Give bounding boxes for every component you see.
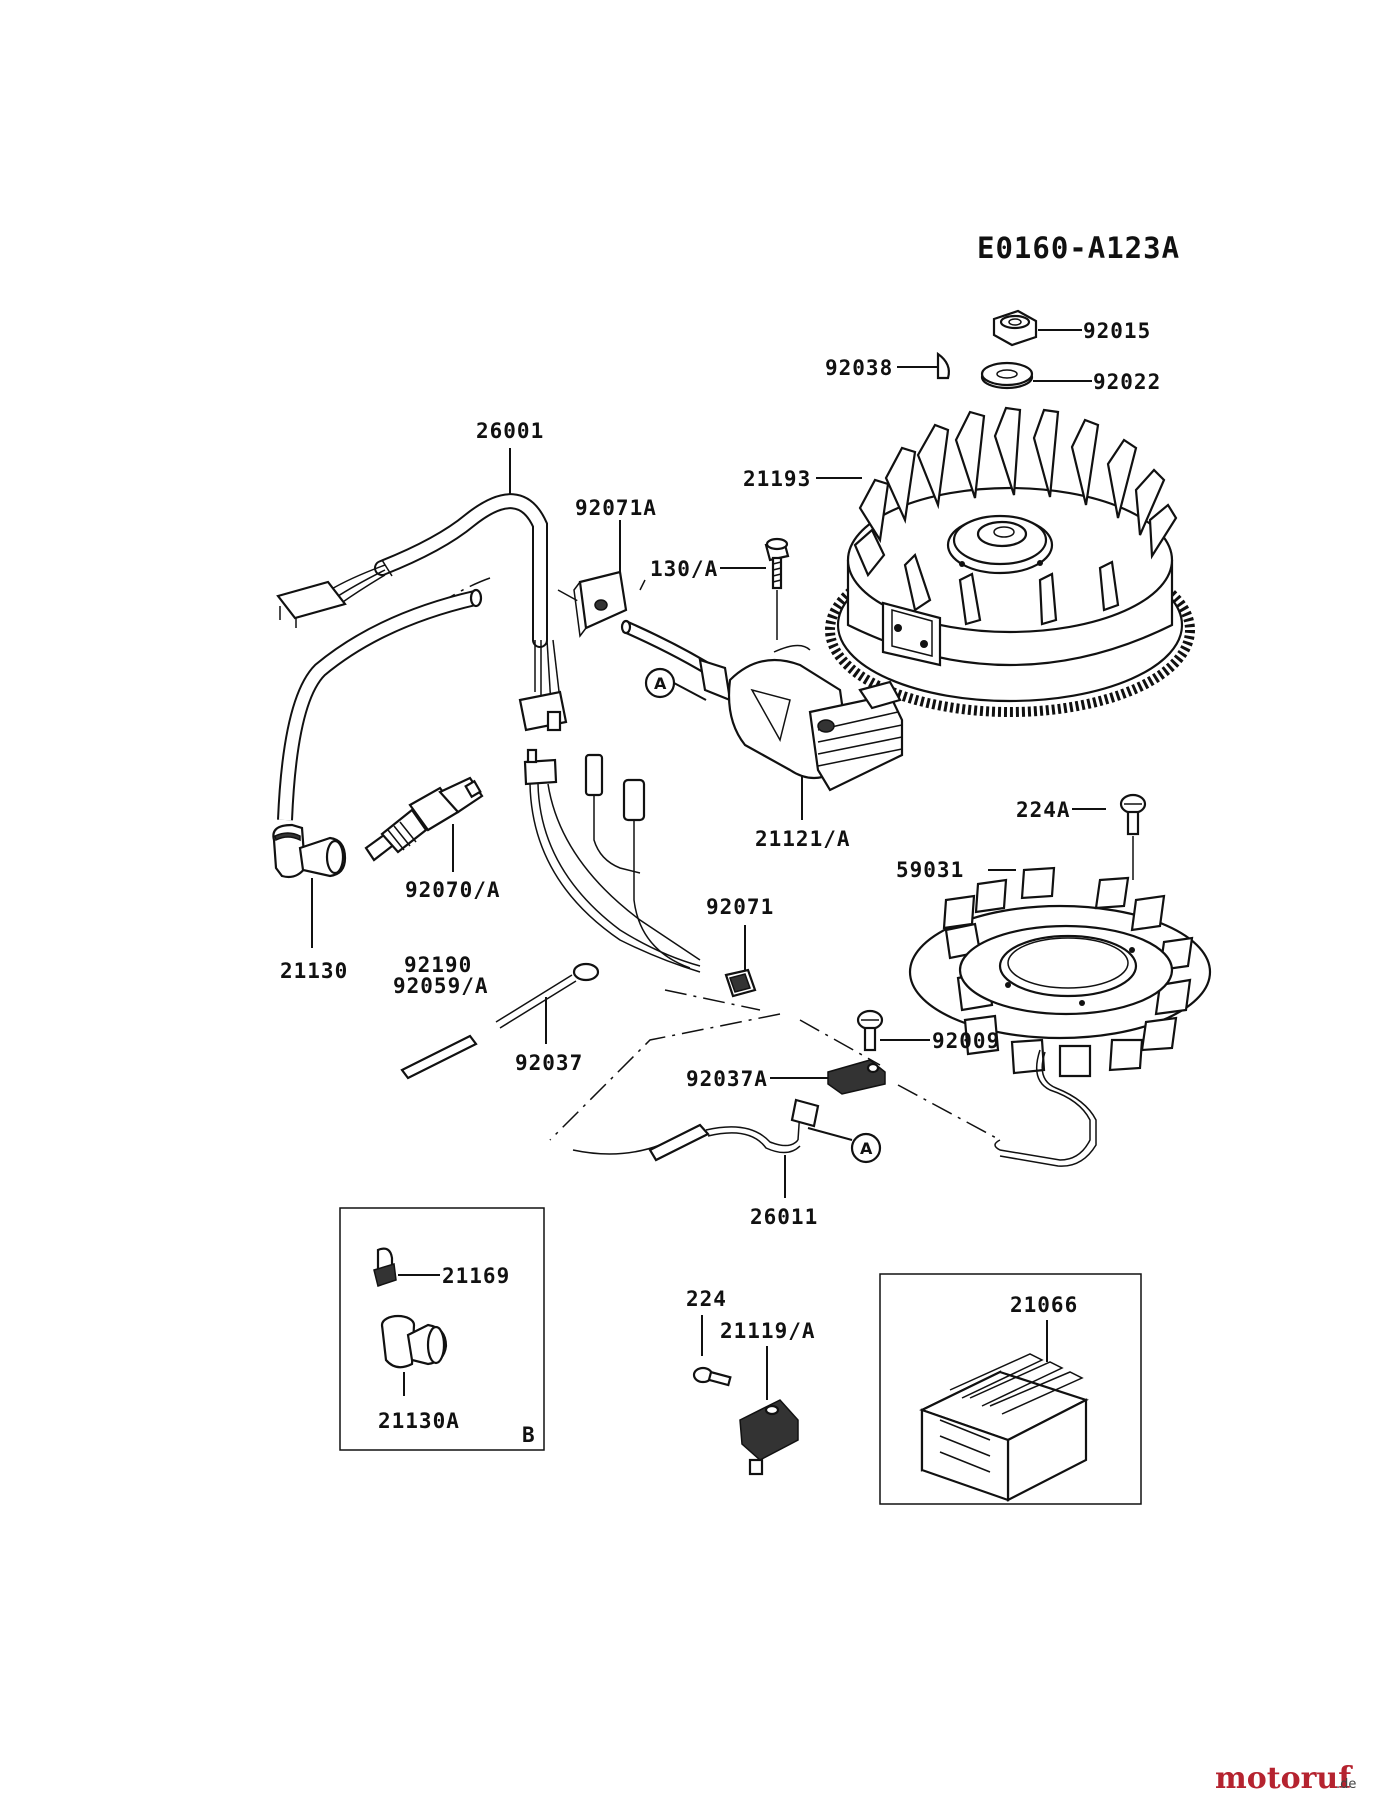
watermark-suffix: .de (1336, 1777, 1356, 1792)
label-21169: 21169 (442, 1264, 510, 1288)
plug-cap-21130[interactable] (272, 823, 347, 879)
box-b-marker: B (522, 1423, 536, 1447)
label-92009: 92009 (932, 1029, 1000, 1053)
label-26001: 26001 (476, 419, 544, 443)
label-92070A: 92070/A (405, 878, 501, 902)
watermark: motoruf .de (1215, 1761, 1356, 1796)
clamp-92037A[interactable] (827, 1059, 886, 1095)
label-92071: 92071 (706, 895, 774, 919)
reference-a-bottom (850, 1132, 882, 1164)
label-92059A: 92059/A (393, 974, 489, 998)
variant-box-21066 (879, 1273, 1142, 1505)
label-21130: 21130 (280, 959, 348, 983)
label-92071A: 92071A (575, 496, 657, 520)
label-224A: 224A (1016, 798, 1071, 822)
plug-cap-21130A[interactable] (380, 1314, 448, 1369)
split-pin-92037[interactable] (495, 962, 600, 1029)
label-21121A: 21121/A (755, 827, 851, 851)
label-130A: 130/A (650, 557, 718, 581)
screw-224A[interactable] (1119, 793, 1147, 836)
label-21119A: 21119/A (720, 1319, 816, 1343)
ref-a-bottom-text: A (860, 1139, 873, 1158)
regulator-21066[interactable] (919, 1353, 1089, 1502)
ref-a-top-text: A (654, 674, 667, 693)
ignition-coil-21121A[interactable] (620, 619, 904, 792)
screw-224[interactable] (692, 1366, 732, 1387)
high-tension-lead[interactable] (277, 588, 483, 821)
screw-92009[interactable] (856, 1009, 884, 1052)
lead-wires[interactable] (523, 748, 701, 973)
bolt-130A[interactable] (764, 537, 790, 590)
label-92038: 92038 (825, 356, 893, 380)
washer-92022[interactable] (980, 361, 1034, 390)
harness-26001[interactable] (276, 493, 568, 732)
flywheel-21193[interactable] (825, 406, 1195, 717)
variant-box-b (339, 1207, 545, 1451)
label-59031: 59031 (896, 858, 964, 882)
label-92015: 92015 (1083, 319, 1151, 343)
diagram-code: E0160-A123A (977, 231, 1180, 265)
spark-plug-92070A[interactable] (364, 776, 484, 862)
label-26011: 26011 (750, 1205, 818, 1229)
label-21193: 21193 (743, 467, 811, 491)
label-92037A: 92037A (686, 1067, 768, 1091)
lead-26011[interactable] (572, 1098, 820, 1162)
label-92037: 92037 (515, 1051, 583, 1075)
label-92022: 92022 (1093, 370, 1161, 394)
diode-21119A[interactable] (739, 1399, 799, 1476)
label-224: 224 (686, 1287, 727, 1311)
cap-21169[interactable] (373, 1247, 397, 1287)
clamp-92071[interactable] (724, 968, 757, 998)
label-21130A: 21130A (378, 1409, 460, 1433)
label-92190: 92190 (404, 953, 472, 977)
spacer-92071A[interactable] (573, 570, 628, 638)
label-21066: 21066 (1010, 1293, 1078, 1317)
watermark-brand: motoruf (1215, 1761, 1353, 1796)
stator-59031[interactable] (908, 866, 1212, 1167)
pin-92190[interactable] (400, 1034, 478, 1080)
nut-92015[interactable] (992, 309, 1038, 347)
key-92038[interactable] (936, 351, 950, 380)
